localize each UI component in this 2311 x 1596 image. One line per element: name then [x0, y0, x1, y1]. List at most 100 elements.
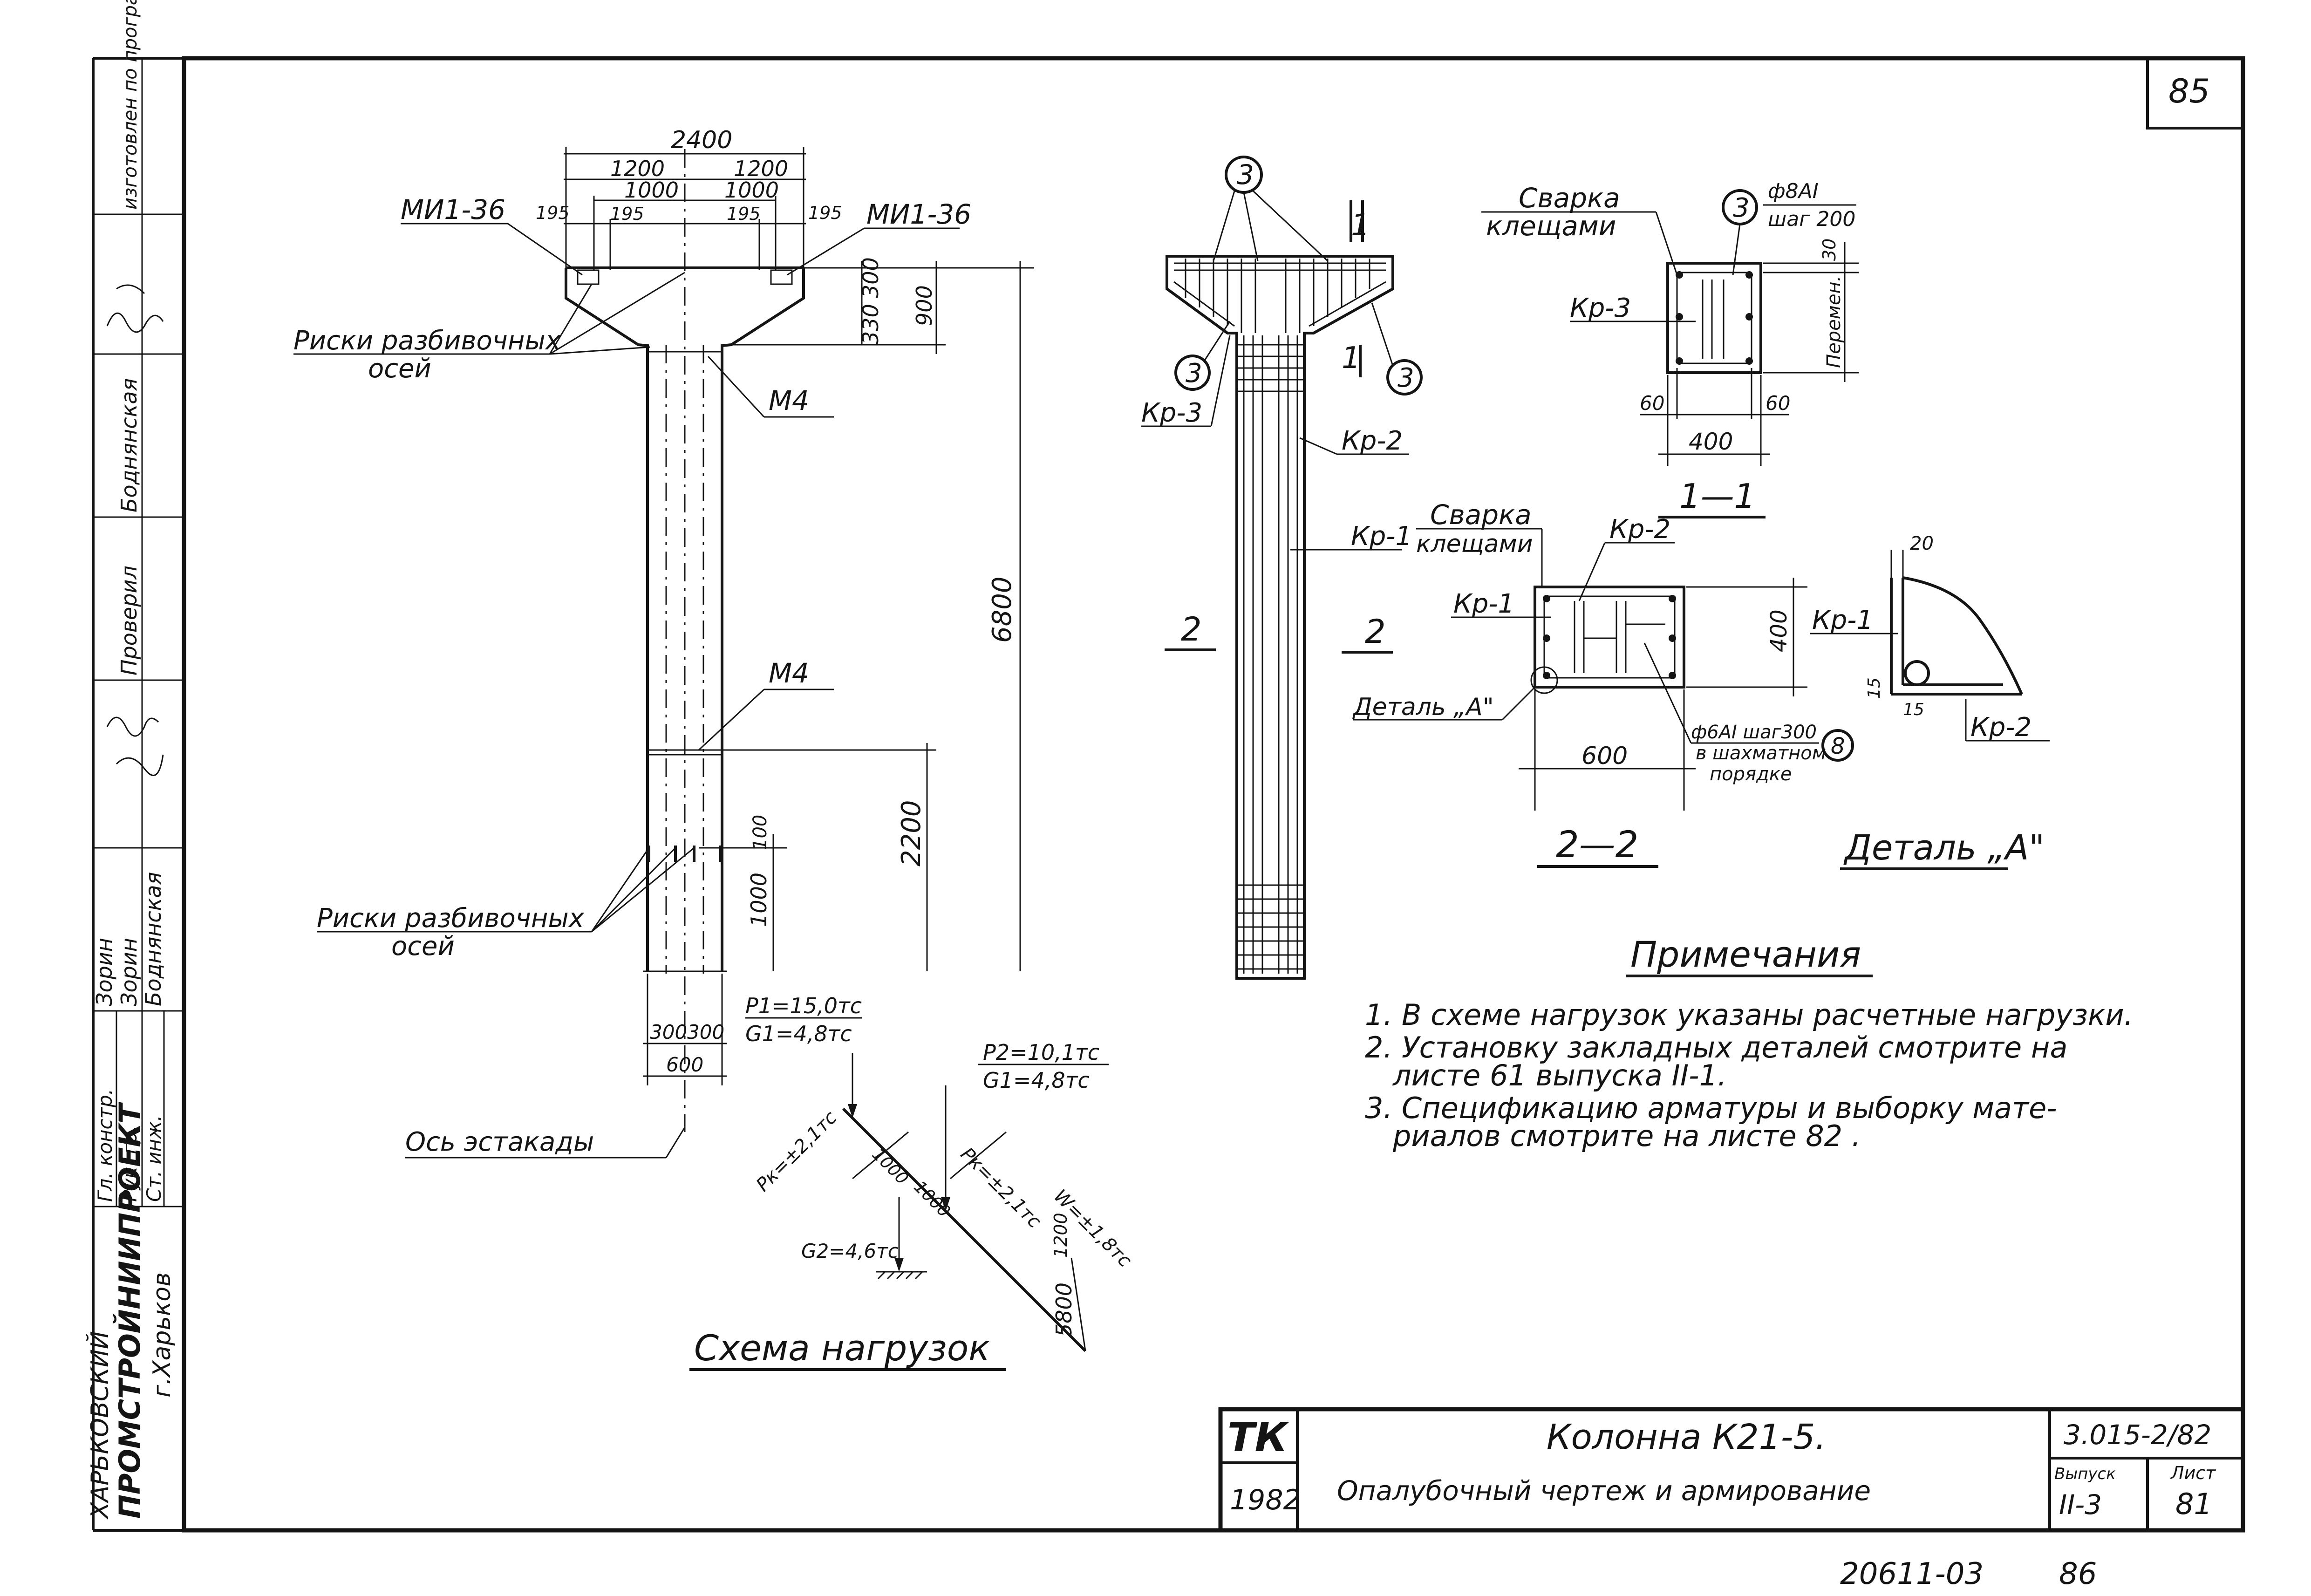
- title-series: 3.015-2/82: [2064, 1419, 2211, 1451]
- dim-1200-left: 1200: [610, 156, 665, 181]
- load-g1b: G1=4,8тс: [983, 1068, 1090, 1093]
- section-2-right: 2: [1365, 613, 1386, 651]
- detail-dim15a: 15: [1865, 677, 1884, 699]
- s22-mark: 8: [1831, 733, 1845, 759]
- side-name-3: Боднянская: [141, 872, 166, 1006]
- side-org-line1: ХАРЬКОВСКИЙ: [86, 1331, 114, 1520]
- s22-bar2: в шахматном: [1696, 743, 1826, 764]
- s11-dim400: 400: [1689, 428, 1733, 455]
- s22-dim400: 400: [1766, 609, 1792, 652]
- detail-dim15b: 15: [1903, 700, 1924, 719]
- note-2a: 2. Установку закладных деталей смотрите …: [1365, 1030, 2067, 1064]
- section-2-left: 2: [1181, 610, 1202, 648]
- embed-label-left: МИ1-36: [401, 194, 505, 225]
- sheet-frame: [92, 56, 2245, 1533]
- dim-900: 900: [912, 285, 937, 326]
- mark-3-right: 3: [1398, 363, 1414, 393]
- title-main: Колонна К21-5.: [1547, 1417, 1826, 1457]
- s11-dim60b: 60: [1766, 392, 1790, 415]
- side-checked-name: Боднянская: [116, 378, 142, 512]
- s22-detail: Деталь „А": [1352, 693, 1494, 721]
- bottom-page: 86: [2059, 1557, 2097, 1591]
- s22-bar3: порядке: [1710, 764, 1792, 785]
- axis-marks-label-top-2: осей: [368, 354, 431, 384]
- dim-1200-right: 1200: [734, 156, 788, 181]
- load-p2: P2=10,1тс: [983, 1040, 1099, 1065]
- m4-label-mid: М4: [769, 657, 809, 689]
- s11-mark3: 3: [1733, 193, 1750, 223]
- s11-caption: 1—1: [1679, 477, 1756, 516]
- side-checked-label: Проверил: [116, 566, 142, 675]
- dim-1000-left: 1000: [624, 177, 679, 203]
- section-1-top: 1: [1351, 208, 1370, 243]
- notes: Примечания 1. В схеме нагрузок указаны р…: [1365, 934, 2133, 1153]
- load-d1000a: 1000: [868, 1145, 912, 1188]
- dim-6800: 6800: [987, 576, 1017, 643]
- title-block: ТК 1982 Колонна К21-5. Опалубочный черте…: [1218, 1407, 2245, 1533]
- load-d5800: 5800: [1051, 1282, 1077, 1337]
- dim-195-d: 195: [808, 203, 842, 223]
- head-stirrups: [1185, 259, 1370, 333]
- side-program-note: изготовлен по программе КВС: [120, 0, 141, 210]
- kr3-label: Кр-3: [1141, 398, 1202, 428]
- load-g1a: G1=4,8тс: [745, 1021, 852, 1046]
- title-tk: ТК: [1227, 1414, 1289, 1461]
- dim-600: 600: [666, 1053, 703, 1076]
- title-sheet-label: Лист: [2170, 1463, 2216, 1483]
- section-1-bottom: 1: [1342, 341, 1361, 375]
- dim-2200: 2200: [896, 800, 927, 866]
- axis-marks-label-bottom: Риски разбивочных: [317, 903, 585, 934]
- load-g2: G2=4,6тс: [801, 1240, 899, 1262]
- load-caption: Схема нагрузок: [694, 1327, 990, 1369]
- note-1: 1. В схеме нагрузок указаны расчетные на…: [1365, 998, 2133, 1032]
- load-d1200: 1200: [1050, 1213, 1071, 1258]
- title-sheet: 81: [2175, 1487, 2212, 1521]
- page-number: 85: [2168, 72, 2210, 110]
- dim-100: 100: [750, 815, 771, 850]
- section-1-1: Сварка клещами 3 ф8АI шаг 200 Кр-3 30 Пе…: [1481, 179, 1859, 518]
- dim-2400: 2400: [671, 126, 732, 154]
- side-role-3: Ст. инж.: [143, 1115, 165, 1202]
- side-stamp: ХАРЬКОВСКИЙ ПРОМСТРОЙНИИПРОЕКТ г.Харьков…: [86, 0, 176, 1520]
- axis-marks-label-bottom-2: осей: [391, 931, 455, 962]
- note-3a: 3. Спецификацию арматуры и выборку мате-: [1365, 1091, 2057, 1125]
- s11-weld: Сварка: [1519, 182, 1620, 214]
- reinforcement-view: 3 3 3 1 1 Кр-3 Кр-2 Кр-1 2 2: [1141, 156, 1423, 980]
- detail-kr1: Кр-1: [1812, 605, 1873, 635]
- s11-var: Перемен.: [1823, 276, 1845, 368]
- s11-step: шаг 200: [1768, 207, 1855, 231]
- s22-bar: ф6АI шаг300: [1691, 722, 1817, 743]
- side-name-1: Зорин: [92, 938, 117, 1006]
- title-year: 1982: [1230, 1484, 1301, 1516]
- dim-330: 330: [858, 304, 883, 345]
- side-role-2: Рук. гр.: [118, 1125, 141, 1202]
- s22-dim600: 600: [1582, 742, 1628, 770]
- s22-weld2: клещами: [1416, 530, 1533, 558]
- detail-dim20: 20: [1910, 533, 1934, 554]
- load-scheme: P1=15,0тс G1=4,8тс P2=10,1тс G1=4,8тс Pк…: [689, 993, 1136, 1371]
- dim-300-b: 300: [687, 1021, 724, 1044]
- side-name-2: Зорин: [116, 938, 142, 1006]
- s22-weld: Сварка: [1430, 499, 1532, 531]
- s11-dim30: 30: [1819, 239, 1840, 261]
- s22-caption: 2—2: [1556, 824, 1638, 866]
- side-org-line2: ПРОМСТРОЙНИИПРОЕКТ: [113, 1102, 147, 1519]
- title-issue: II-3: [2059, 1489, 2102, 1521]
- detail-caption: Деталь „А": [1843, 828, 2045, 868]
- load-pk2: Pк=±2,1тс: [956, 1144, 1045, 1233]
- dim-195-b: 195: [610, 204, 644, 224]
- dim-1000-right: 1000: [724, 177, 779, 203]
- axis-marks-label-top: Риски разбивочных: [293, 326, 561, 356]
- load-pk: Pк=±2,1тс: [752, 1107, 841, 1196]
- dim-1000-v: 1000: [746, 873, 771, 927]
- load-p1: P1=15,0тс: [745, 993, 862, 1018]
- signature-2: [106, 284, 164, 333]
- note-2b: листе 61 выпуска II-1.: [1392, 1058, 1727, 1092]
- notes-heading: Примечания: [1630, 934, 1861, 975]
- mark-3-left: 3: [1186, 358, 1202, 389]
- bottom-code: 20611-03: [1840, 1557, 1984, 1591]
- note-3b: риалов смотрите на листе 82 .: [1392, 1119, 1861, 1153]
- s11-bar: ф8АI: [1768, 179, 1819, 203]
- s11-weld2: клещами: [1486, 210, 1616, 242]
